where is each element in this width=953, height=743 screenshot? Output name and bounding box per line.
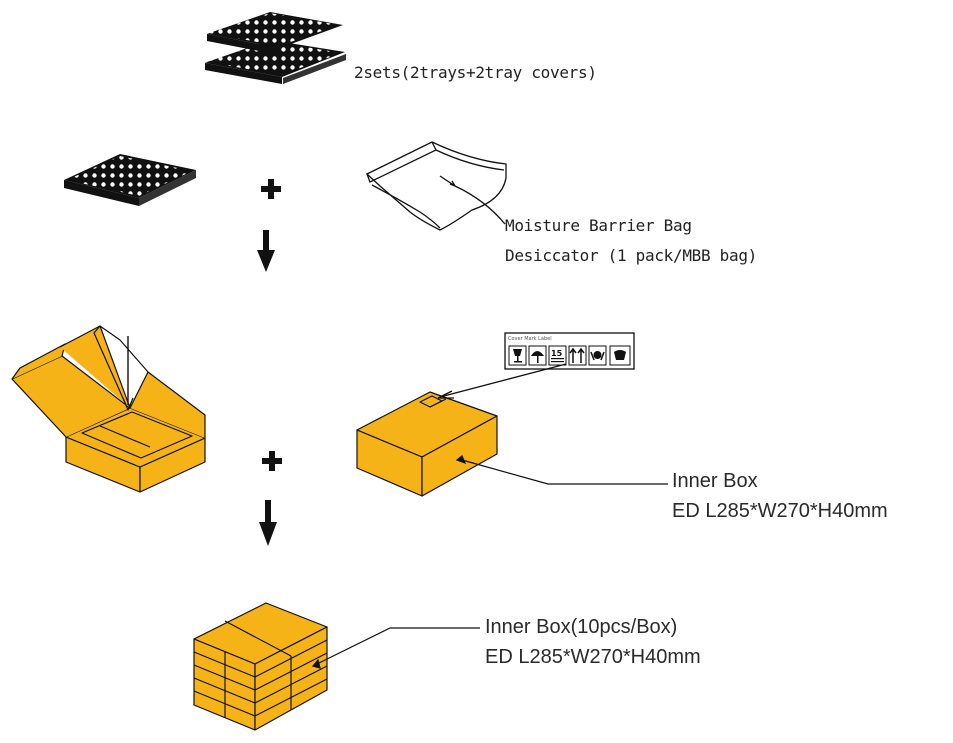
caution-label-title: Cover Mark Label	[508, 336, 552, 342]
desiccator-label: Desiccator (1 pack/MBB bag)	[505, 246, 757, 265]
inner-box-leader	[455, 455, 668, 485]
plus-icon	[261, 179, 281, 199]
handle-with-care-icon	[588, 345, 607, 366]
mbb-label: Moisture Barrier Bag	[505, 216, 692, 235]
tray-stack	[205, 12, 346, 84]
closed-inner-box	[356, 391, 498, 497]
tray-sets-label: 2sets(2trays+2tray covers)	[354, 63, 597, 82]
caution-label: Cover Mark Label 15	[504, 332, 635, 370]
inner-box-stack	[193, 602, 328, 731]
down-arrow-icon	[257, 230, 275, 272]
inner-box-pack-label: Inner Box(10pcs/Box)	[485, 616, 678, 638]
umbrella-icon	[528, 345, 547, 366]
inner-box-dimensions: ED L285*W270*H40mm	[672, 500, 888, 522]
inner-box-pack-leader	[311, 627, 480, 669]
stack-limit-icon: 15	[548, 345, 567, 366]
open-inner-box	[11, 325, 206, 493]
moisture-barrier-bag	[365, 141, 507, 231]
down-arrow-icon	[259, 500, 277, 546]
stack-limit-number: 15	[551, 349, 563, 358]
single-tray	[64, 154, 196, 206]
inner-box-pack-dimensions: ED L285*W270*H40mm	[485, 646, 701, 668]
plus-icon	[262, 451, 282, 471]
this-way-up-icon	[568, 345, 587, 366]
label-leader-arrow	[437, 363, 567, 399]
inner-box-label: Inner Box	[672, 470, 758, 492]
fragile-glass-icon	[508, 345, 527, 366]
